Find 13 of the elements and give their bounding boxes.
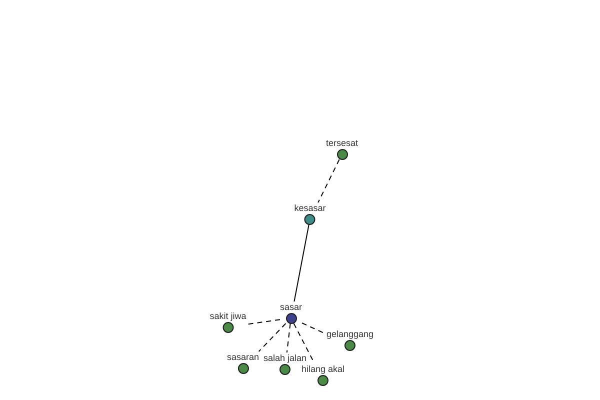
node-label: tersesat [326, 138, 358, 148]
node-label: sakit jiwa [210, 310, 246, 320]
node-label: salah jalan [263, 352, 307, 362]
connector-line [294, 224, 310, 302]
dashed-connector [318, 159, 340, 203]
node-label: kesasar [294, 202, 326, 212]
node-label: hilang akal [301, 364, 345, 374]
dashed-connector [286, 323, 291, 353]
node-label: sasaran [226, 352, 260, 362]
dashed-connector [246, 319, 280, 325]
dashed-connector [258, 323, 286, 352]
node-label: sasar [280, 302, 302, 312]
node-label: gelanggang [326, 328, 374, 338]
